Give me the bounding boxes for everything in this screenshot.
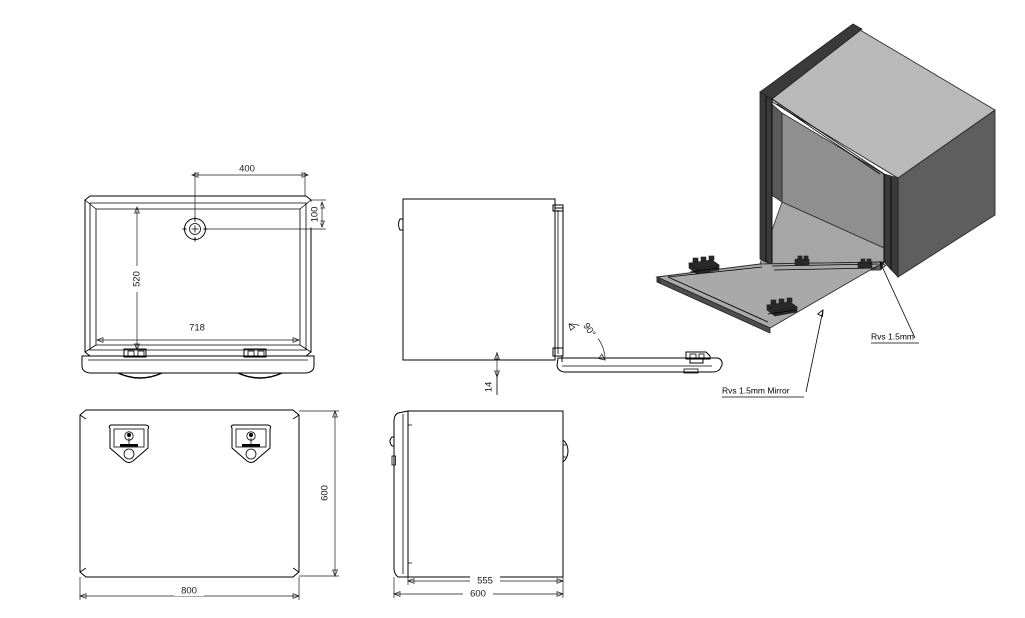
dim-label-600-depth: 600 [470, 589, 486, 600]
view-isometric: Rvs 1.5mm Rvs 1.5mm Mirror [655, 23, 996, 398]
dim-label-520: 520 [132, 271, 143, 287]
door-latch-detail [683, 351, 711, 374]
dim-label-14: 14 [484, 382, 495, 393]
dim-label-718: 718 [189, 323, 205, 334]
callout-door-material: Rvs 1.5mm Mirror [722, 309, 824, 398]
t-handle-lock-right[interactable] [230, 424, 272, 463]
iso-open-door [655, 255, 886, 334]
iso-frame-top [759, 23, 863, 100]
dimension-angle-90: 90° [568, 316, 606, 361]
t-handle-lock-left[interactable] [108, 424, 150, 463]
dim-label-400: 400 [239, 164, 255, 175]
hinge-left [123, 348, 147, 358]
iso-latch-block-rear [688, 255, 720, 275]
view-top-left: 400 100 520 [81, 163, 326, 379]
view-top-middle: 90° 14 [398, 198, 723, 397]
callout-label-body: Rvs 1.5mm [871, 331, 914, 341]
dimension-14: 14 [483, 352, 500, 397]
dim-label-555: 555 [477, 576, 493, 587]
view-bottom-left: 800 600 [79, 409, 339, 600]
dim-label-100: 100 [310, 207, 321, 223]
callout-body-material: Rvs 1.5mm [871, 261, 919, 344]
iso-hinge-knuckle-left [794, 255, 810, 266]
hinge-right [243, 348, 267, 358]
iso-hinge-knuckle-right [857, 258, 873, 269]
iso-latch-block-front [766, 297, 798, 317]
dimension-520: 520 [131, 206, 143, 351]
dimension-100: 100 [206, 199, 326, 230]
dimension-600-height: 600 [299, 410, 339, 577]
open-door-panel [556, 351, 723, 374]
dimension-555: 555 [407, 575, 564, 587]
view-bottom-middle: 555 600 [389, 410, 569, 600]
dimension-400: 400 [191, 163, 309, 222]
callout-label-door: Rvs 1.5mm Mirror [722, 385, 790, 395]
dimension-800: 800 [79, 577, 300, 600]
dimension-718: 718 [96, 322, 300, 343]
dim-label-600-height: 600 [320, 485, 331, 501]
dimension-600-depth: 600 [393, 577, 564, 600]
dim-label-800: 800 [181, 586, 197, 597]
